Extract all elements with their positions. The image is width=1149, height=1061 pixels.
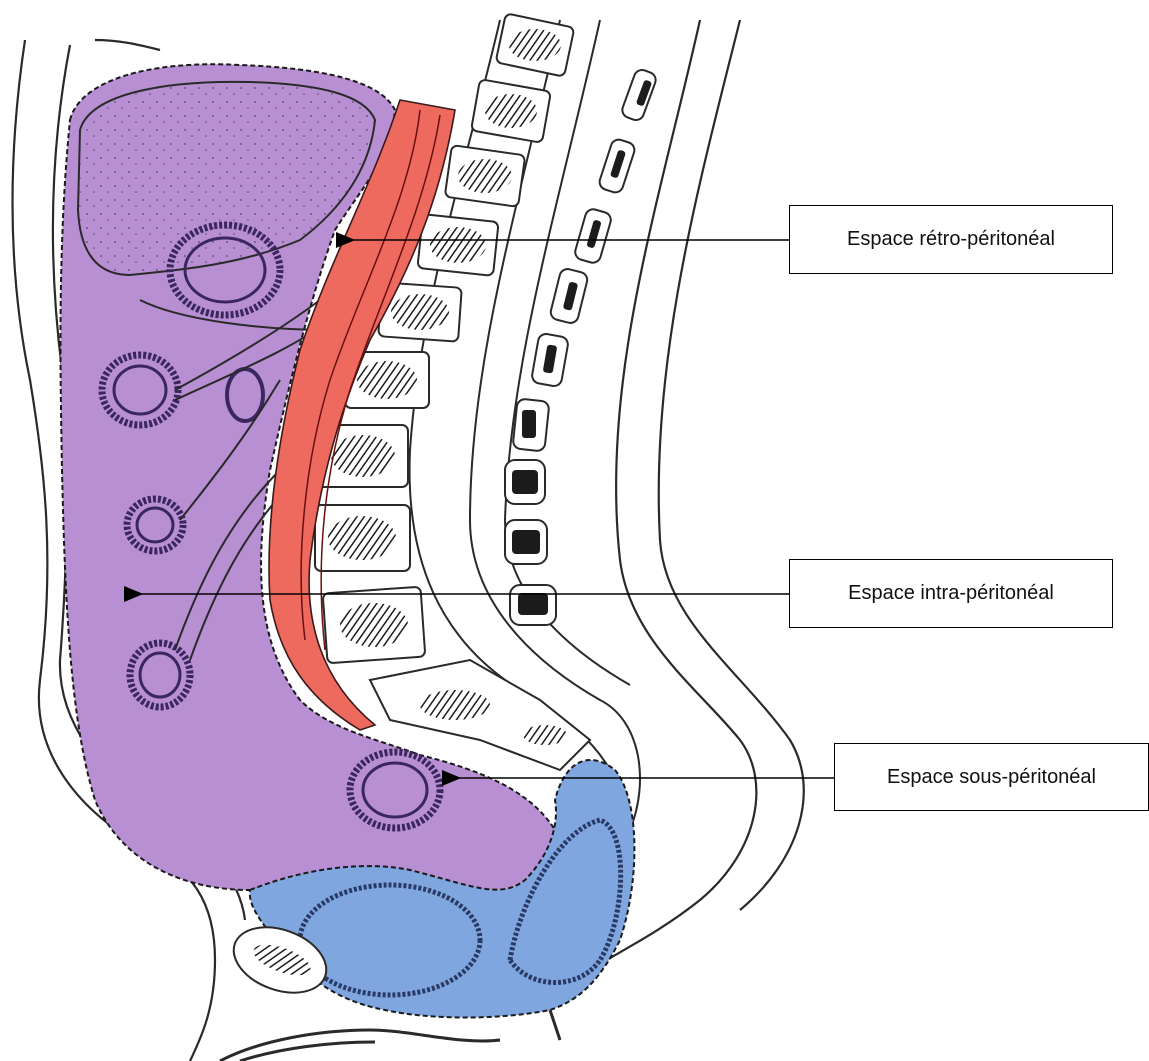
vertebral-body-2	[471, 79, 551, 143]
label-espace-intra-peritoneal: Espace intra-péritonéal	[789, 559, 1113, 628]
perineum	[220, 1010, 560, 1061]
vertebral-body-3	[445, 145, 526, 207]
vertebral-body-8	[315, 505, 410, 571]
vertebral-body-4	[417, 214, 498, 276]
label-espace-sous-peritoneal: Espace sous-péritonéal	[834, 743, 1149, 811]
vertebral-body-9	[323, 587, 426, 664]
vertebral-body-1	[496, 13, 575, 76]
label-espace-retro-peritoneal: Espace rétro-péritonéal	[789, 205, 1113, 274]
liver	[78, 82, 375, 275]
